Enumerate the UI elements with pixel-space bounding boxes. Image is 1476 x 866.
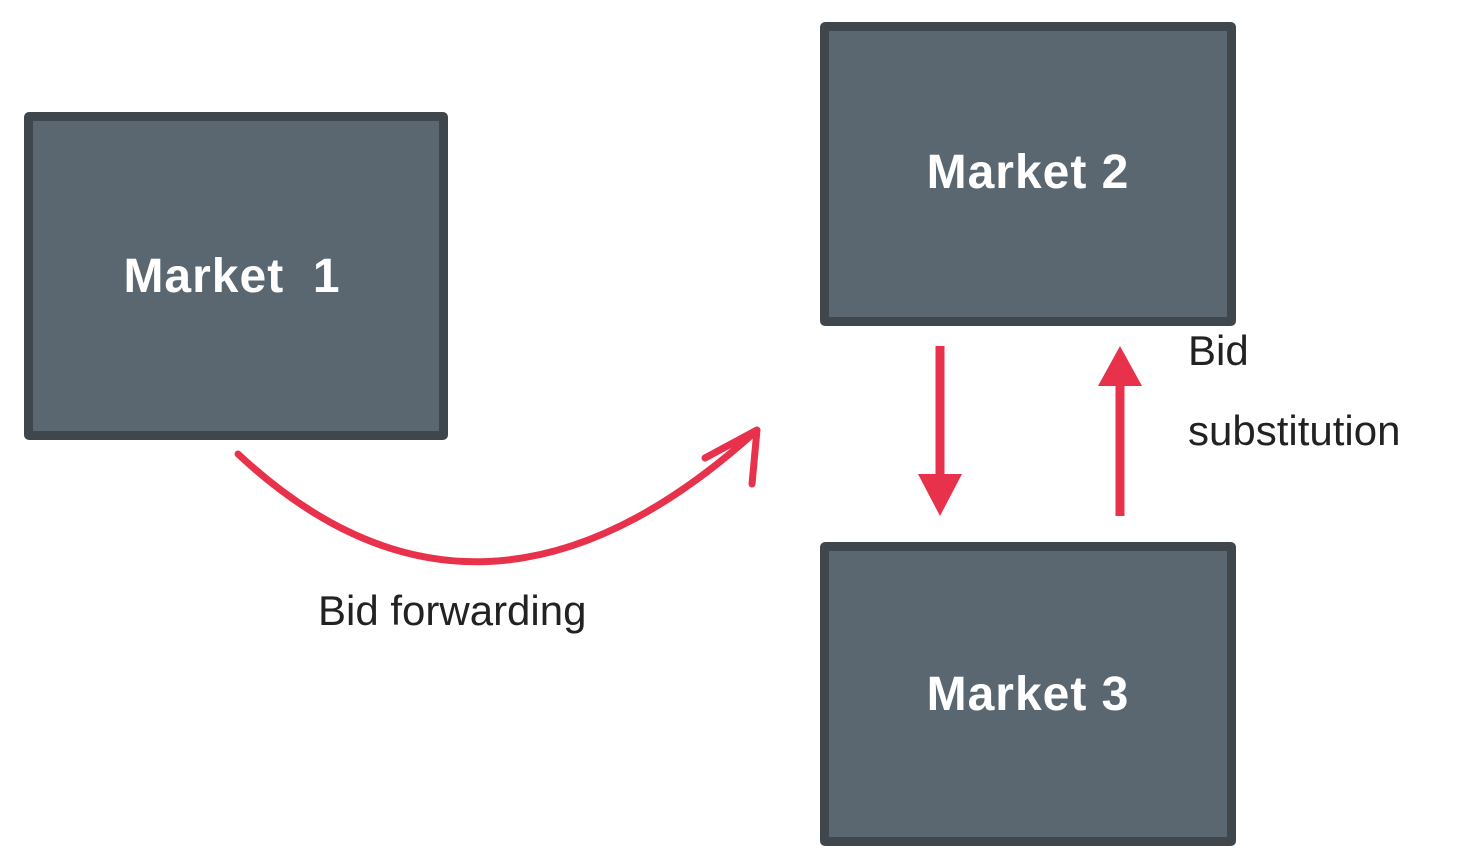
market-1-label: Market 1 (123, 249, 341, 303)
down-arrow-head (918, 474, 962, 516)
bid-substitution-label-line2: substitution (1188, 407, 1401, 454)
market-3-label: Market 3 (926, 667, 1130, 721)
up-arrow-head (1098, 346, 1142, 386)
bid-forwarding-label: Bid forwarding (318, 587, 587, 634)
bid-substitution-label-line1: Bid (1188, 327, 1249, 374)
market-2-box: Market 2 (820, 22, 1236, 326)
market-2-label: Market 2 (926, 145, 1130, 199)
market-1-box: Market 1 (24, 112, 448, 440)
bid-forwarding-arrowhead (701, 426, 761, 488)
bid-forwarding-arrow (234, 428, 759, 566)
market-3-box: Market 3 (820, 542, 1236, 846)
